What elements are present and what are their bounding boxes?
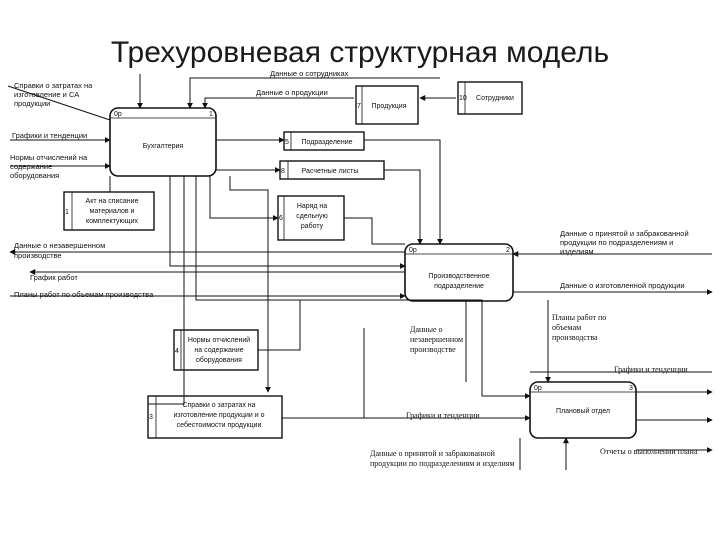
store-payslips: 8 Расчетные листы [279,160,385,180]
flow-label-work-schedule: График работ [30,273,78,282]
svg-text:изготовление продукции и о: изготовление продукции и о [173,412,264,419]
svg-text:оборудования: оборудования [196,356,242,364]
flow-label-accepted-top: Данные о принятой и забракованной [560,229,689,238]
flow-label-cost-refs: Справки о затратах на [14,81,93,90]
flow-label-depr-norms: Нормы отчислений на [10,153,88,162]
process-label: Плановый отдел [556,407,610,415]
svg-text:продукции по подразделениям и: продукции по подразделениям и изделиям [370,459,515,468]
store-cost-references: 3 Справки о затратах на изготовление про… [147,395,283,439]
flow-label-accepted-bottom: Данные о принятой и забракованной [370,449,496,458]
svg-text:изготовление и СА: изготовление и СА [14,90,79,99]
page-title: Трехуровневая структурная модель [110,36,610,69]
flow-label-unfinished-left: Данные о незавершенном [14,241,105,250]
store-depreciation-norms: 4 Нормы отчислений на содержание оборудо… [173,329,259,371]
svg-text:3: 3 [149,414,153,421]
svg-text:производстве: производстве [14,251,62,260]
svg-text:Расчетные листы: Расчетные листы [302,168,359,175]
svg-text:незавершенном: незавершенном [410,335,463,344]
svg-text:Подразделение: Подразделение [301,139,352,146]
svg-text:изделиям: изделиям [560,247,594,256]
process-label-line2: подразделение [434,283,484,290]
svg-text:8: 8 [281,168,285,175]
process-number: 1 [209,111,213,118]
svg-text:производства: производства [552,333,598,342]
svg-text:Нормы отчислений: Нормы отчислений [188,336,250,344]
svg-text:Продукция: Продукция [371,103,406,110]
svg-text:объемам: объемам [552,323,581,332]
flow-label-schedules-left: Графики и тенденции [12,131,87,140]
svg-text:содержание: содержание [10,162,52,171]
svg-text:себестоимости продукции: себестоимости продукции [177,421,262,429]
flow-label-product-data: Данные о продукции [256,88,328,97]
store-department: 5 Подразделение [283,131,365,151]
process-code: 0р [409,247,417,254]
flow-label-plans-volume: Планы работ по [552,313,606,322]
flow-lines [7,74,713,470]
process-number: 2 [506,247,510,254]
svg-text:Сотрудники: Сотрудники [476,95,514,102]
svg-text:4: 4 [175,348,179,355]
store-products: 7 Продукция [355,85,419,125]
flow-label-plan-reports: Отчеты о выполнении плана [600,447,698,456]
flow-label-manufactured: Данные о изготовленной продукции [560,281,685,290]
svg-text:5: 5 [285,139,289,146]
svg-text:на содержание: на содержание [194,347,243,354]
store-piecework-order: 6 Наряд на сдельную работу [277,195,345,241]
svg-text:сдельную: сдельную [296,213,328,220]
svg-text:Справки о затратах на: Справки о затратах на [182,402,255,409]
svg-text:работу: работу [301,222,324,230]
process-planning-dept: 0р 3 Плановый отдел [529,381,637,439]
store-writeoff-act: 1 Акт на списание материалов и комплекту… [63,191,155,231]
svg-text:Акт на списание: Акт на списание [86,198,139,205]
svg-text:10: 10 [459,95,467,102]
svg-text:комплектующих: комплектующих [86,218,138,225]
process-code: 0р [114,111,122,118]
process-label: Бухгалтерия [143,143,184,150]
svg-text:материалов и: материалов и [90,208,135,215]
flow-label-staff-data: Данные о сотрудниках [270,69,349,78]
svg-text:Наряд на: Наряд на [297,203,327,210]
svg-text:6: 6 [279,215,283,222]
flow-labels: Данные о сотрудниках Данные о продукции … [10,69,698,468]
svg-text:7: 7 [357,103,361,110]
svg-text:1: 1 [65,209,69,216]
process-number: 3 [629,385,633,392]
store-employees: 10 Сотрудники [457,81,523,115]
process-label-line1: Производственное [428,273,489,280]
flow-label-schedules-mid: Графики и тенденции [406,411,480,420]
process-accounting: 0р 1 Бухгалтерия [109,107,217,177]
flow-label-unfinished-mid: Данные о [410,325,443,334]
process-code: 0р [534,385,542,392]
svg-text:продукции: продукции [14,99,50,108]
process-production-unit: 0р 2 Производственное подразделение [404,243,514,302]
svg-text:продукции по подразделениям и: продукции по подразделениям и [560,238,673,247]
flow-label-work-plans: Планы работ по объемам производства [14,290,154,299]
svg-text:оборудования: оборудования [10,171,59,180]
flow-label-schedules-right: Графики и тенденции [614,365,688,374]
svg-text:производстве: производстве [410,345,456,354]
